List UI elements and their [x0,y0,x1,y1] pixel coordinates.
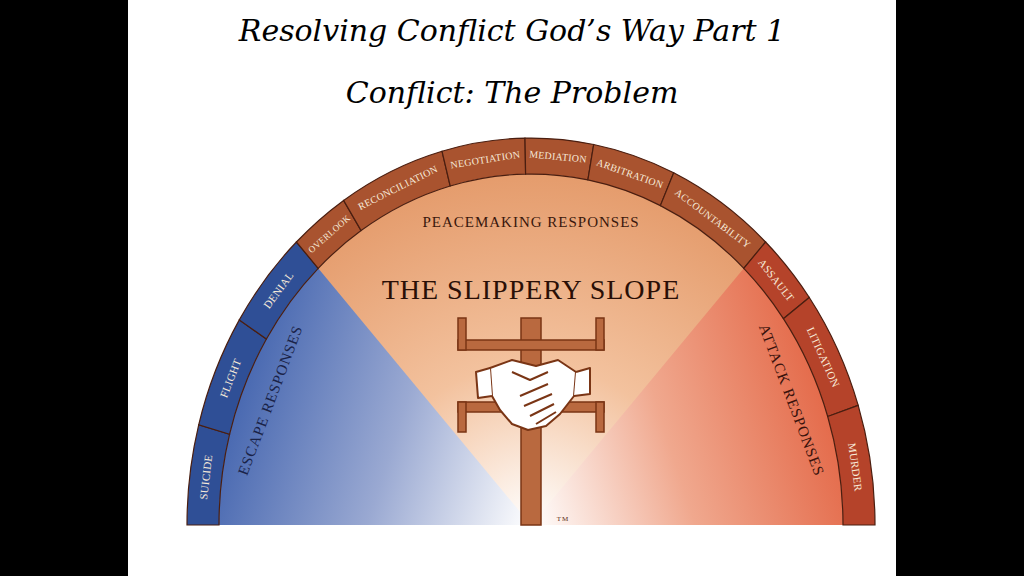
segment-label: ASSAULT [756,257,797,304]
segment-label: RECONCILIATION [356,163,439,212]
handshake-symbol [476,360,590,430]
response-ring [187,138,875,525]
segment-label: FLIGHT [217,357,243,400]
segment-label: ARBITRATION [595,156,665,190]
response-segment: ACCOUNTABILITY [672,185,755,251]
response-segment: SUICIDE [197,452,215,503]
subtitle: Conflict: The Problem [346,75,679,110]
response-segment: MURDER [845,440,864,494]
ring-segment [239,242,318,339]
segment-label: MEDIATION [529,149,588,165]
black-bar [0,0,128,576]
ring-segment [588,145,674,206]
segment-label: ACCOUNTABILITY [673,186,753,250]
ring-segment [660,173,765,268]
segment-label: NEGOTIATION [450,149,521,171]
slope-heading: THE SLIPPERY SLOPE [382,275,681,306]
ring-segment [828,405,875,525]
response-segment: ASSAULT [755,255,798,305]
cross-symbol [458,318,604,525]
region-label: ESCAPE RESPONSES [235,323,306,478]
ring-segment [187,425,230,525]
segment-label: SUICIDE [197,454,214,501]
response-segment: ARBITRATION [593,156,666,191]
segment-label: LITIGATION [804,325,842,389]
trademark-mark: TM [557,516,570,524]
slide-title: Resolving Conflict God’s Way Part 1 [239,13,785,48]
segment-label: OVERLOOK [306,213,352,255]
response-segment: NEGOTIATION [448,148,523,170]
segment-label: MURDER [846,442,865,492]
black-bar [896,0,1024,576]
response-segment: DENIAL [259,268,296,313]
region-label: PEACEMAKING RESPONSES [422,214,639,231]
response-segment: MEDIATION [527,149,590,166]
ring-segment [442,138,526,186]
response-segment: LITIGATION [804,324,843,392]
response-segment: RECONCILIATION [354,162,441,213]
response-segment: FLIGHT [216,355,243,401]
ring-segment [525,138,594,180]
response-segment: OVERLOOK [305,212,354,257]
segment-label: DENIAL [260,269,295,311]
escape-region [219,268,531,525]
